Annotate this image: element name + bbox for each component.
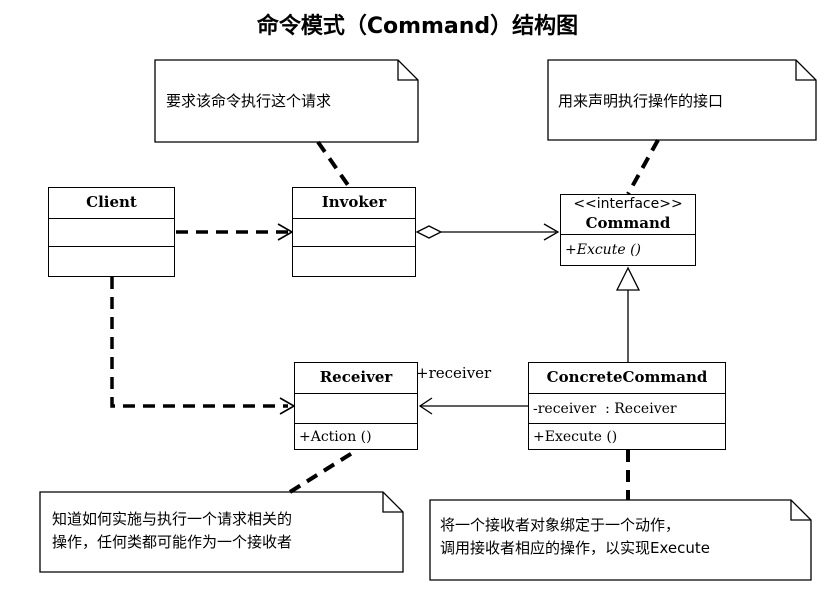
class-command-operations: +Excute () [561,234,695,264]
note-receiver-line-1: 知道如何实施与执行一个请求相关的 [52,510,293,528]
note-receiver-line-2: 操作，任何类都可能作为一个接收者 [52,533,293,551]
class-concrete-command-attribute-receiver: -receiver : Receiver [533,401,677,417]
note-concrete-command-text: 将一个接收者对象绑定于一个动作， 调用接收者相应的操作，以实现Execute [440,514,710,560]
class-client: Client [48,187,175,277]
note-anchor-invoker [316,140,352,190]
note-anchor-command [626,139,660,195]
association-role-label: +receiver [416,364,492,382]
class-concrete-command-operations: +Execute () [529,423,725,448]
note-invoker-text: 要求该命令执行这个请求 [166,92,332,110]
class-receiver-attributes [295,393,417,423]
note-concrete-command-line-2: 调用接收者相应的操作，以实现Execute [440,539,710,557]
association-concretecommand-receiver [418,397,528,415]
diagram-title: 命令模式（Command）结构图 [256,14,579,39]
note-command [547,59,817,141]
class-invoker: Invoker [292,187,416,277]
class-receiver-operation-action: +Action () [299,429,372,445]
note-concrete-command-line-1: 将一个接收者对象绑定于一个动作， [440,516,681,534]
note-receiver-text: 知道如何实施与执行一个请求相关的 操作，任何类都可能作为一个接收者 [52,508,292,554]
generalization-concretecommand-command [615,266,641,362]
note-command-text: 用来声明执行操作的接口 [558,92,724,110]
dependency-client-invoker [176,223,294,241]
class-invoker-operations [293,246,415,275]
class-client-operations [49,246,174,275]
class-concrete-command-name: ConcreteCommand [546,368,708,386]
class-client-name: Client [86,193,137,211]
class-command-operation-excute: +Excute () [565,242,641,258]
class-receiver: Receiver +Action () [294,362,418,450]
class-receiver-name: Receiver [319,368,393,386]
class-concrete-command-attributes: -receiver : Receiver [529,393,725,423]
class-command-name: Command [585,214,671,232]
aggregation-invoker-command [415,223,560,241]
class-invoker-attributes [293,218,415,246]
class-receiver-operations: +Action () [295,423,417,448]
dependency-client-receiver [110,277,296,415]
class-command: <<interface>> Command +Excute () [560,194,696,266]
note-anchor-receiver [288,448,359,494]
note-receiver [39,491,404,573]
class-command-stereotype: <<interface>> [573,196,683,212]
class-invoker-name: Invoker [321,193,387,211]
note-concrete-command [429,499,812,581]
class-concrete-command: ConcreteCommand -receiver : Receiver +Ex… [528,362,726,450]
note-invoker [154,59,419,143]
class-client-attributes [49,218,174,246]
class-concrete-command-operation-execute: +Execute () [533,429,618,445]
